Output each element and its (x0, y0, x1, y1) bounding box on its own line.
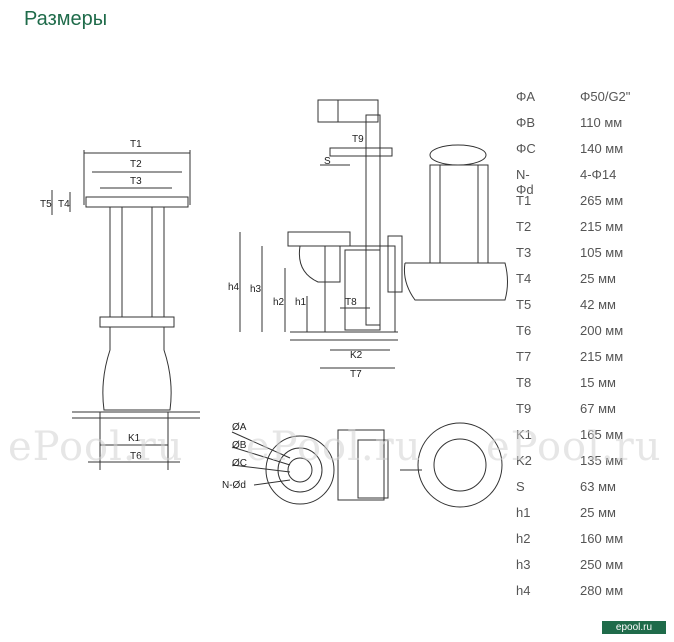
watermark-center: ePool.ru (246, 424, 422, 470)
watermark-left: ePool.ru (8, 424, 184, 470)
spec-key: K1 (516, 427, 532, 442)
spec-value: 63 мм (580, 479, 616, 494)
spec-key: S (516, 479, 525, 494)
label-t7: T7 (350, 369, 362, 380)
spec-value: 265 мм (580, 193, 624, 208)
label-nd: N-Ød (222, 480, 246, 491)
label-c: ØC (232, 458, 247, 469)
spec-value: 135 мм (580, 453, 624, 468)
spec-value: 67 мм (580, 401, 616, 416)
spec-value: 215 мм (580, 349, 624, 364)
spec-value: 15 мм (580, 375, 616, 390)
label-t6: T6 (130, 451, 142, 462)
spec-value: Φ50/G2" (580, 89, 631, 104)
spec-key: ΦC (516, 141, 536, 156)
spec-key: T6 (516, 323, 532, 338)
spec-value: 110 мм (580, 115, 623, 130)
spec-key: K2 (516, 453, 532, 468)
label-h4: h4 (228, 282, 240, 293)
spec-key: T5 (516, 297, 532, 312)
spec-key: T9 (516, 401, 532, 416)
spec-value: 200 мм (580, 323, 624, 338)
spec-key: ΦA (516, 89, 536, 104)
label-t1: T1 (130, 139, 142, 150)
brand-logo: epool.ru (602, 621, 666, 634)
spec-key: h3 (516, 557, 531, 572)
label-k2: K2 (350, 350, 363, 361)
label-t4: T4 (58, 199, 70, 210)
label-t3: T3 (130, 176, 142, 187)
label-a: ØA (232, 422, 247, 433)
spec-value: 25 мм (580, 271, 616, 286)
spec-value: 280 мм (580, 583, 624, 598)
label-k1: K1 (128, 433, 141, 444)
spec-key: T8 (516, 375, 532, 390)
spec-value: 250 мм (580, 557, 624, 572)
spec-key: h4 (516, 583, 531, 598)
label-h1: h1 (295, 297, 307, 308)
label-t2: T2 (130, 159, 142, 170)
spec-value: 25 мм (580, 505, 616, 520)
label-h2: h2 (273, 297, 285, 308)
spec-key: h1 (516, 505, 531, 520)
spec-key: T4 (516, 271, 532, 286)
spec-key: T3 (516, 245, 532, 260)
spec-value: 4-Φ14 (580, 167, 617, 182)
spec-value: 42 мм (580, 297, 616, 312)
label-b: ØB (232, 440, 247, 451)
spec-value: 105 мм (580, 245, 624, 260)
label-t5: T5 (40, 199, 52, 210)
spec-key: T2 (516, 219, 532, 234)
spec-value: 140 мм (580, 141, 624, 156)
page-title: Размеры (24, 8, 108, 30)
spec-value: 215 мм (580, 219, 624, 234)
label-h3: h3 (250, 284, 262, 295)
spec-value: 165 мм (580, 427, 624, 442)
label-s: S (324, 156, 331, 167)
label-t8: T8 (345, 297, 357, 308)
spec-value: 160 мм (580, 531, 624, 546)
spec-key: T7 (516, 349, 532, 364)
label-t9: T9 (352, 134, 364, 145)
spec-key: h2 (516, 531, 531, 546)
spec-key: T1 (516, 193, 532, 208)
spec-key: N-Φd (516, 167, 534, 197)
spec-key: ΦB (516, 115, 536, 130)
watermark-right: ePool.ru (486, 424, 662, 470)
